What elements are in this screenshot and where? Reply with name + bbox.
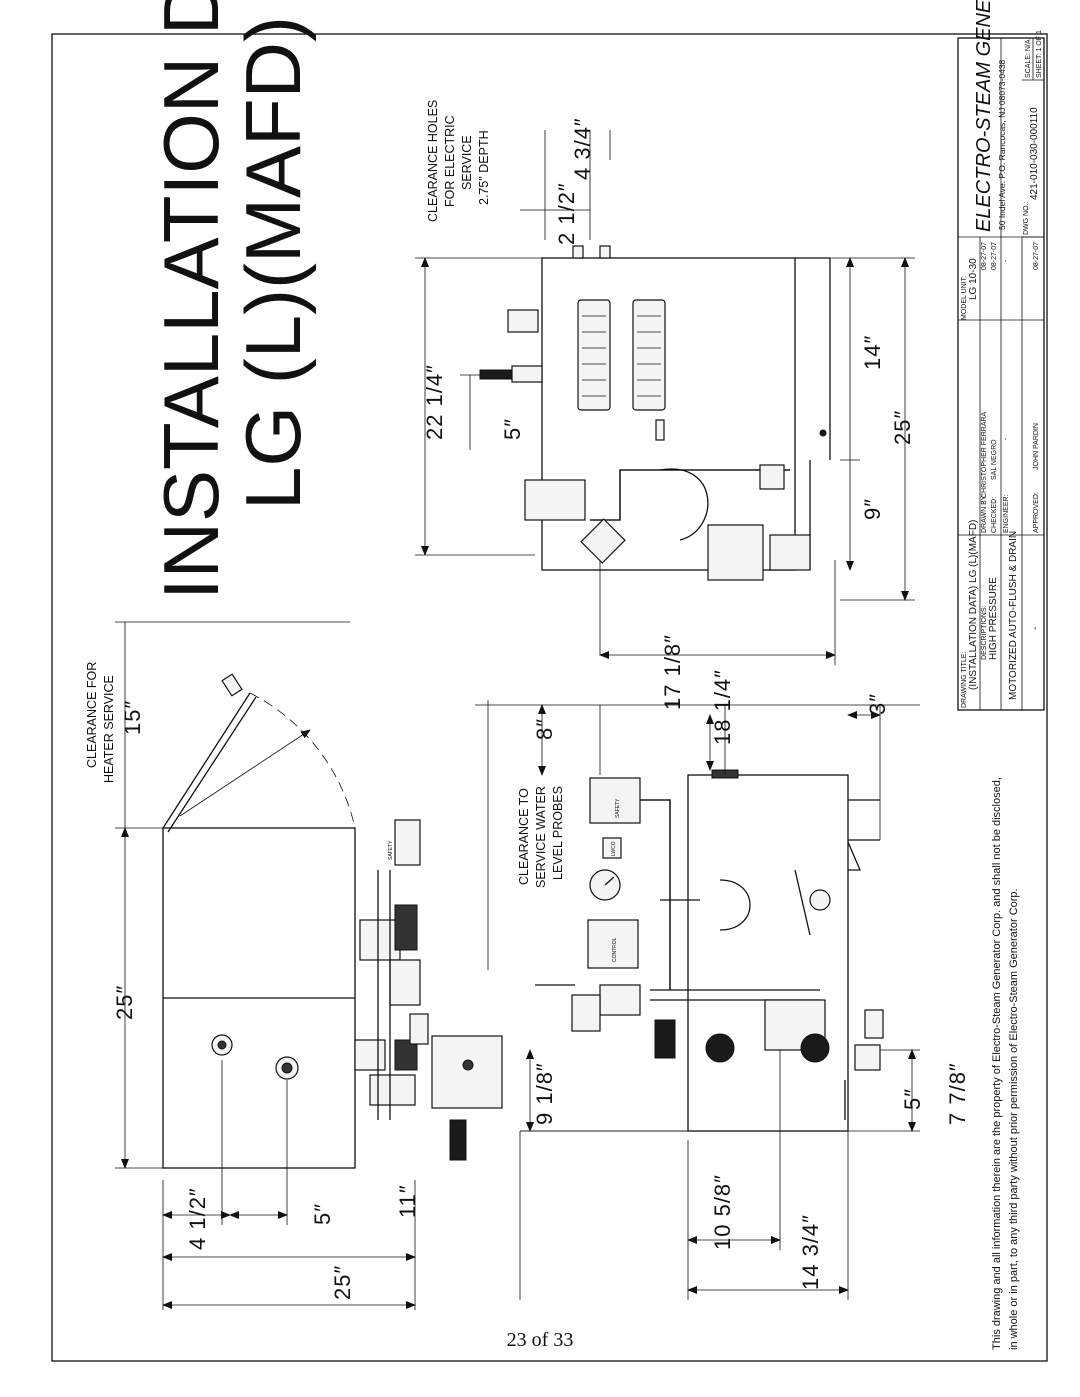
left-view-dimensions: 25″ 15″ 25″ 4 1/2″ 5″ 11″ (112, 621, 420, 1310)
page-border (51, 33, 1048, 1362)
tb-model-unit-label: MODEL UNIT: (961, 276, 968, 320)
label-lwco: LWCO (611, 841, 617, 856)
dim-5-left: 5″ (310, 1203, 335, 1225)
dim-11: 11″ (395, 1184, 420, 1218)
dim-17-1-8: 17 1/8″ (660, 634, 685, 710)
tb-model-unit: LG 10-30 (968, 258, 979, 300)
dim-14-3-4: 14 3/4″ (798, 1214, 823, 1290)
label-clearance-heater-1: CLEARANCE FOR (85, 662, 99, 768)
tb-description-2: MOTORIZED AUTO-FLUSH & DRAIN (1008, 531, 1019, 700)
tb-drawing-title: (INSTALLATION DATA) LG (L)(MAFD) (968, 520, 979, 690)
tb-scale: SCALE: N/A (1025, 39, 1032, 78)
dim-4-1-2: 4 1/2″ (185, 1187, 210, 1250)
clearance-arc (249, 692, 356, 829)
side-view-dimensions: 22 1/4″ 5″ 17 1/8″ 9″ 14″ 25″ 2 1/2″ 4 3… (415, 117, 915, 710)
tb-checked-label: CHECKED: (991, 497, 998, 533)
label-clearance-probes-1: CLEARANCE TO (517, 788, 531, 885)
front-unit-body (687, 774, 849, 1132)
dim-25-right: 25″ (890, 410, 915, 445)
tb-drawn-by: CHRISTOPHER FERRARA (981, 411, 988, 498)
side-view-unit (479, 245, 831, 581)
title-block: DRAWING TITLE: (INSTALLATION DATA) LG (L… (957, 0, 1045, 711)
label-clearance-electric-4: 2.75" DEPTH (477, 130, 491, 205)
notice-line-2: in whole or in part, to any third party … (1008, 888, 1020, 1350)
notice-line-1: This drawing and all information therein… (991, 777, 1003, 1350)
tb-description-1: HIGH PRESSURE (988, 577, 999, 660)
tb-approved-by: JOHN PARDIN (1033, 423, 1040, 470)
dim-5-mid: 5″ (900, 1088, 925, 1110)
tb-drawn-date: 08-27-07 (981, 242, 988, 270)
tb-approved-date: 08-27-07 (1033, 242, 1040, 270)
dim-18-1-4: 18 1/4″ (710, 669, 735, 745)
tb-description-3: - (1030, 627, 1041, 630)
tb-engineer: - (1003, 437, 1010, 440)
label-clearance-probes-3: LEVEL PROBES (551, 786, 565, 880)
tb-dwg-no: 421-010-030-000110 (1029, 107, 1040, 200)
label-clearance-probes-2: SERVICE WATER (534, 786, 548, 888)
svg-text:SAFETY: SAFETY (388, 840, 394, 860)
page-number: 23 of 33 (506, 1329, 574, 1351)
tb-descriptions-label: DESCRIPTIONS: (981, 605, 988, 660)
label-clearance-electric-2: FOR ELECTRIC (443, 115, 457, 207)
title-line-1: INSTALLATION DATA (147, 0, 235, 600)
side-unit-body (541, 257, 796, 571)
dim-2-1-2: 2 1/2″ (554, 182, 579, 245)
tb-engineer-date: - (1003, 259, 1010, 262)
tb-drawn-by-label: DRAWN BY: (981, 494, 988, 533)
tb-sheet: SHEET: 1 OF 1 (1036, 30, 1043, 78)
tb-checked-by: SAL NEGRO (991, 439, 998, 480)
top-view-unit: SAFETY (162, 673, 503, 1169)
tb-approved-label: APPROVED: (1033, 492, 1040, 533)
front-view-dimensions: 8″ 18 1/4″ 3″ 9 1/8″ 10 5/8″ 14 3/4″ 5″ … (475, 669, 970, 1300)
label-control: CONTROL (612, 937, 618, 962)
dim-9: 9″ (860, 498, 885, 520)
label-clearance-electric-1: CLEARANCE HOLES (426, 100, 440, 222)
dim-25-top: 25″ (112, 985, 137, 1020)
dim-5-top: 5″ (500, 418, 525, 440)
label-safety: SAFETY (615, 798, 621, 818)
dim-4-3-4: 4 3/4″ (570, 117, 595, 180)
dim-14: 14″ (860, 335, 885, 370)
tb-drawing-title-label: DRAWING TITLE: (961, 652, 968, 708)
dim-22-1-4: 22 1/4″ (422, 364, 447, 440)
dim-15: 15″ (120, 700, 145, 735)
dim-7-7-8: 7 7/8″ (945, 1062, 970, 1125)
tb-address: 50 Indel Ave. P.O. Rancocas, NJ 08073-04… (997, 59, 1007, 230)
drawing-title: INSTALLATION DATA LG (L)(MAFD) (147, 0, 317, 600)
front-view-unit: SAFETY CONTROL LWCO (535, 769, 884, 1132)
dim-25-width: 25″ (330, 1265, 355, 1300)
title-line-2: LG (L)(MAFD) (229, 16, 317, 510)
dim-9-1-8: 9 1/8″ (532, 1062, 557, 1125)
tb-dwg-no-label: DWG NO.: (1023, 202, 1030, 235)
louvers (577, 299, 666, 411)
dim-3: 3″ (865, 693, 890, 715)
dim-8: 8″ (532, 718, 557, 740)
label-clearance-electric-3: SERVICE (460, 135, 474, 190)
dim-10-5-8: 10 5/8″ (710, 1174, 735, 1250)
tb-engineer-label: ENGINEER: (1003, 494, 1010, 533)
tb-company-logo: ELECTRO-STEAM GENERATOR CORP. (973, 0, 995, 232)
label-clearance-heater-2: HEATER SERVICE (102, 675, 116, 783)
tb-checked-date: 08-27-07 (991, 242, 998, 270)
